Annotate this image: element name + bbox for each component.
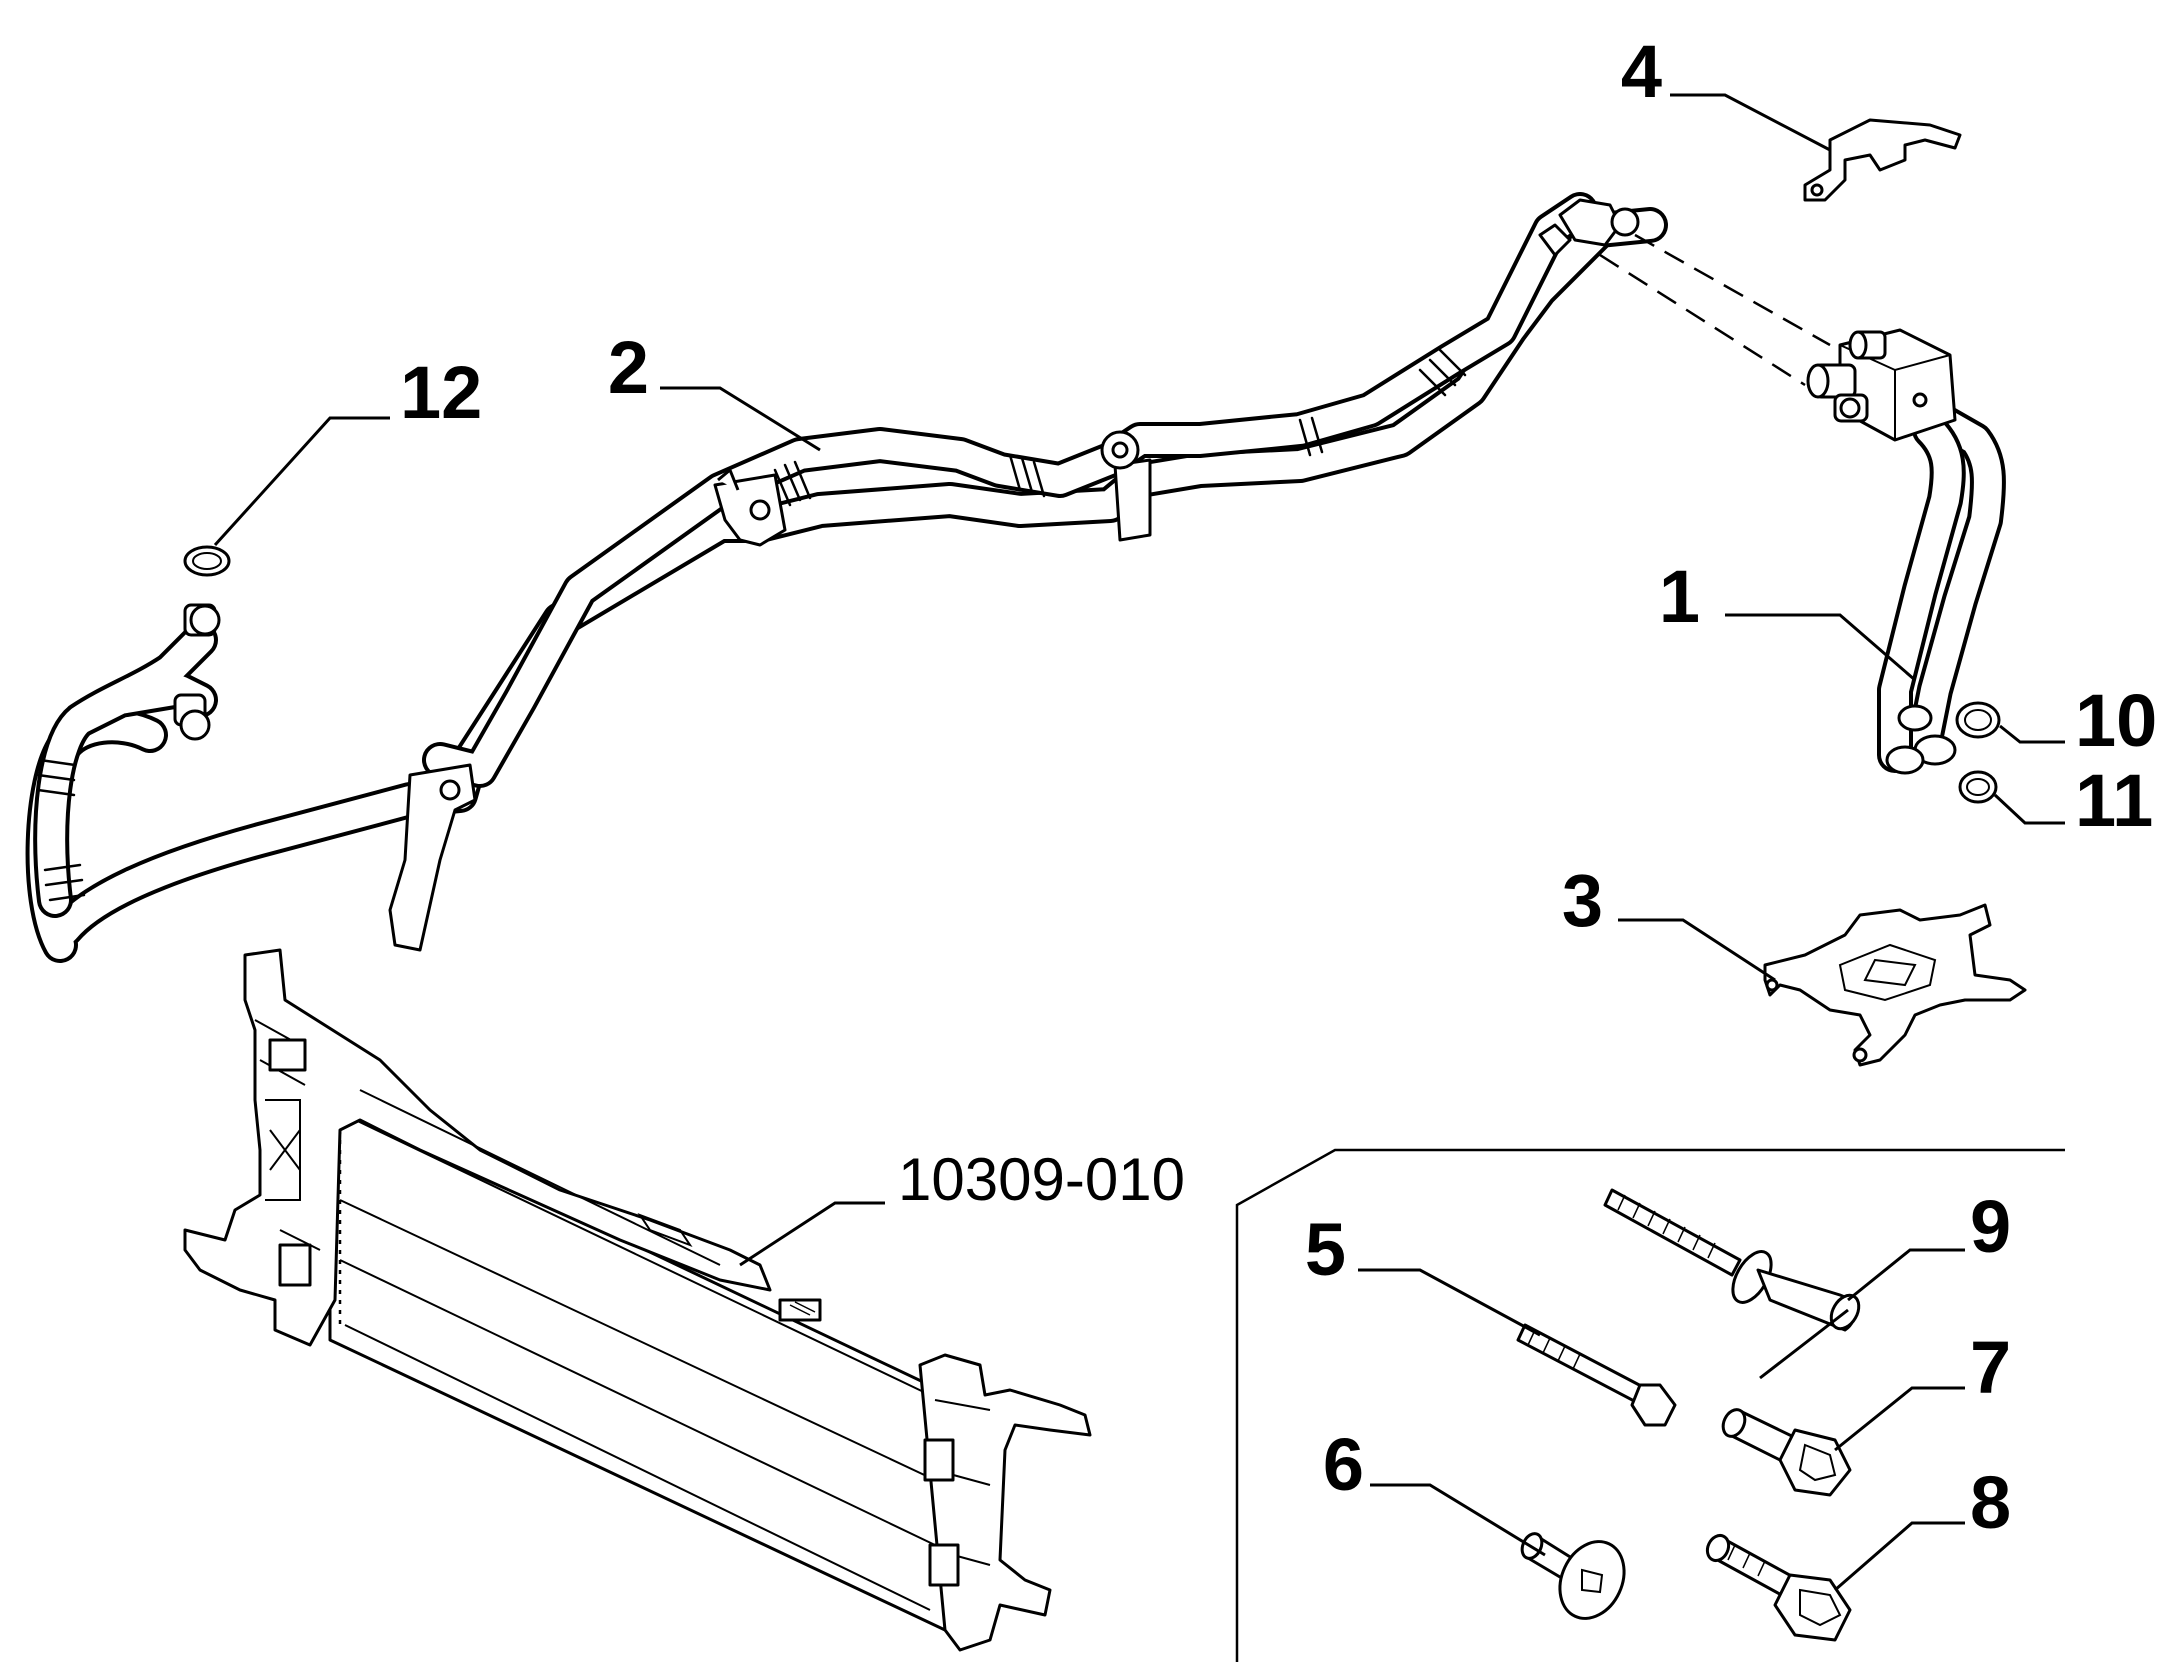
- o-ring-10: [1955, 701, 2001, 739]
- callout-12: 12: [400, 351, 482, 434]
- radiator-assembly: [183, 948, 1092, 1652]
- alignment-line-lower: [1599, 253, 1806, 387]
- leader-6: [1370, 1483, 1546, 1557]
- leader-ref: [739, 1201, 885, 1267]
- callout-labels: 1 2 3 4 5 6 7 8 9 10 11 12 10309-010: [400, 30, 2157, 1544]
- callout-ref-10309-010: 10309-010: [898, 1146, 1185, 1213]
- screw-8: [1705, 1533, 1852, 1642]
- callout-9: 9: [1970, 1185, 2011, 1268]
- pipe-2-clip-left: [388, 763, 477, 952]
- screw-9: [1603, 1188, 1861, 1332]
- o-ring-11: [1958, 770, 1998, 804]
- callout-3: 3: [1562, 859, 1603, 942]
- pipe-2-upper-fitting: [1538, 198, 1640, 257]
- callout-8: 8: [1970, 1461, 2011, 1544]
- callout-10: 10: [2075, 679, 2157, 762]
- callout-5: 5: [1305, 1208, 1346, 1291]
- leader-7: [1834, 1386, 1965, 1452]
- leader-2: [660, 386, 821, 452]
- callout-2: 2: [608, 326, 649, 409]
- leader-11: [1993, 793, 2065, 825]
- valve-block: [1806, 328, 1957, 442]
- callout-1: 1: [1659, 555, 1700, 638]
- pipe-1: [1599, 233, 2006, 775]
- leader-4: [1670, 93, 1831, 152]
- leader-3: [1618, 918, 1776, 982]
- leader-5: [1358, 1268, 1541, 1337]
- pipe-2-clip-center: [1100, 430, 1152, 542]
- screw-5: [1516, 1323, 1677, 1427]
- screw-6: [1520, 1532, 1626, 1620]
- leader-12: [213, 416, 390, 547]
- pipe-2: [25, 192, 1668, 963]
- pipe-2-clip-mid: [713, 468, 787, 547]
- leader-10: [1999, 724, 2065, 744]
- hardware-panel-frame: [1235, 1148, 2065, 1662]
- pipe-2-left-fitting: [173, 603, 221, 741]
- leader-8: [1834, 1521, 1965, 1592]
- bracket-3: [1763, 903, 2027, 1067]
- screw-7: [1721, 1408, 1852, 1497]
- bracket-4: [1803, 118, 1962, 202]
- pipe-1-end-fittings: [1885, 704, 1957, 775]
- callout-6: 6: [1323, 1423, 1364, 1506]
- leader-9: [1759, 1248, 1965, 1380]
- leader-lines: [213, 93, 2065, 1592]
- alignment-line-upper: [1634, 233, 1831, 347]
- leader-1: [1725, 613, 1916, 682]
- callout-11: 11: [2075, 759, 2153, 842]
- o-ring-12: [183, 545, 231, 577]
- callout-7: 7: [1970, 1326, 2011, 1409]
- callout-4: 4: [1621, 30, 1662, 113]
